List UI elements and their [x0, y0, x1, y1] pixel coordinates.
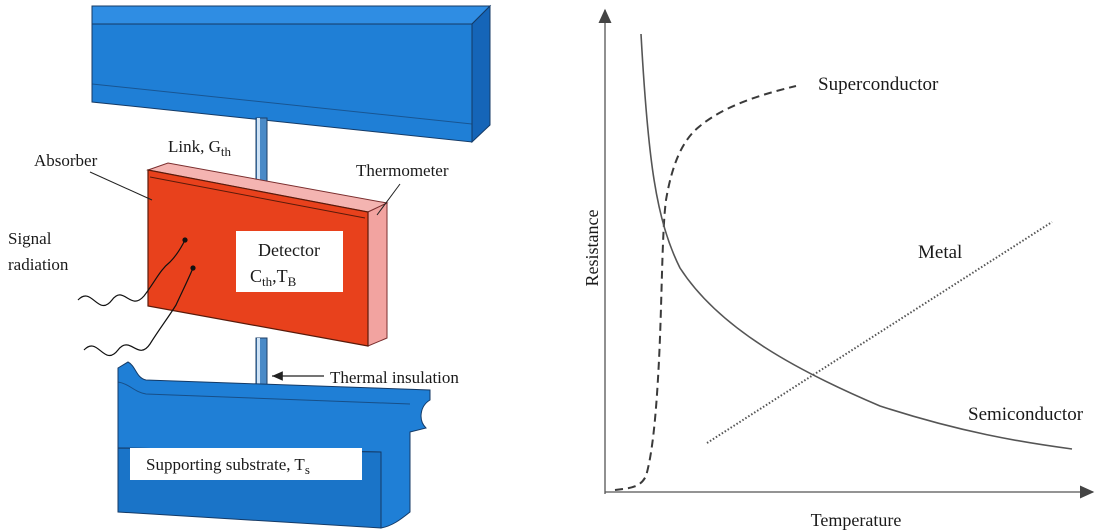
detector-label: Detector	[258, 240, 320, 260]
radiation-hit-point	[190, 265, 196, 271]
detector-params-label: Cth,TB	[250, 266, 297, 289]
metal-label: Metal	[918, 242, 962, 263]
resistance-temperature-plot: Resistance Temperature Superconductor Se…	[582, 8, 1095, 530]
superconductor-label: Superconductor	[818, 74, 939, 95]
detector-label-box	[236, 231, 343, 292]
thermal-insulation-label: Thermal insulation	[330, 368, 459, 387]
absorber-leader-line	[89, 171, 153, 201]
bolometer-diagram: Detector Cth,TB Supporting substrate, Ts…	[8, 4, 492, 529]
top-heat-sink-block	[91, 4, 492, 144]
signal-radiation-waves	[77, 239, 194, 357]
thermometer-leader-line	[376, 183, 401, 216]
substrate-label: Supporting substrate, Ts	[146, 455, 310, 477]
thermal-link-rod	[255, 117, 268, 189]
thermometer-label: Thermometer	[356, 161, 449, 180]
absorber-label: Absorber	[34, 151, 98, 170]
link-label: Link, Gth	[168, 137, 232, 159]
radiation-hit-point	[182, 237, 188, 243]
superconductor-curve	[614, 85, 797, 491]
semiconductor-curve	[640, 33, 1073, 450]
semiconductor-label: Semiconductor	[968, 404, 1084, 425]
signal-label-line2: radiation	[8, 255, 69, 274]
substrate-label-box	[130, 448, 362, 480]
x-axis-label: Temperature	[811, 510, 902, 530]
signal-label-line1: Signal	[8, 229, 52, 248]
y-axis-label: Resistance	[582, 210, 602, 287]
